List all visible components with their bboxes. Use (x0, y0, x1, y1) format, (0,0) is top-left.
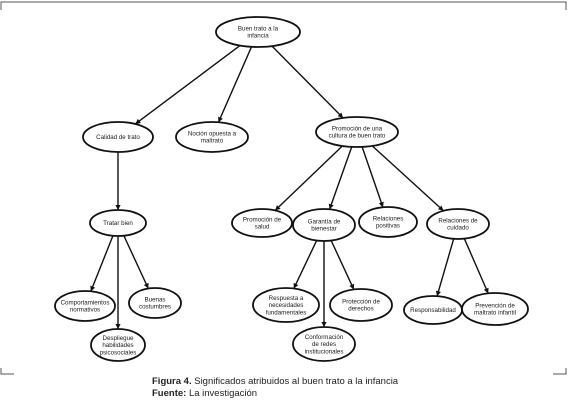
node-calidad: Calidad de trato (82, 121, 154, 153)
edge-garantia-to-respuesta (293, 240, 318, 289)
frame-bottom-left (0, 368, 14, 375)
node-label-line: Noción opuesta a (188, 131, 237, 138)
edge-garantia-to-conformacion (321, 241, 327, 327)
node-ellipse (128, 287, 182, 319)
node-ellipse (461, 292, 529, 326)
node-label-line: Conformación (305, 334, 344, 341)
edge-relaciones_cuidado-to-responsabilidad (435, 238, 455, 297)
figure-title: Figura 4. Significados atribuidos al bue… (152, 376, 398, 388)
source-text: La investigación (188, 388, 258, 399)
node-ellipse (54, 290, 116, 322)
figure-caption: Figura 4. Significados atribuidos al bue… (152, 376, 398, 400)
node-label-line: cuidado (447, 225, 469, 232)
node-ellipse (315, 116, 399, 148)
node-ellipse (426, 208, 490, 240)
node-label-line: Promoción de una (332, 126, 383, 133)
node-label-line: Promoción de (243, 217, 282, 224)
edge-promocion_cultura-to-relaciones_pos (361, 146, 384, 208)
node-label-line: derechos (348, 306, 373, 313)
node-label-line: bienestar (311, 226, 336, 233)
node-label-line: infancia (247, 33, 269, 40)
edge-root-to-nocion (217, 46, 253, 123)
edge-tratar-to-despliegue (115, 236, 121, 329)
edge-promocion_cultura-to-salud (274, 145, 343, 211)
node-label-line: necesidades (269, 302, 304, 309)
node-ellipse (215, 16, 301, 48)
figure-label: Figura 4. (152, 376, 192, 387)
frame-bottom-right (553, 368, 567, 375)
node-label-line: Buenas (145, 297, 166, 304)
node-ellipse (82, 121, 154, 153)
node-label-line: Responsabilidad (410, 307, 456, 314)
node-label-line: habilidades (102, 342, 133, 349)
node-label-line: Calidad de trato (96, 134, 140, 141)
node-responsabilidad: Responsabilidad (403, 295, 463, 325)
node-label-line: Despliegue (103, 335, 135, 342)
figure-source: Fuente: La investigación (152, 388, 398, 400)
node-ellipse (175, 121, 249, 153)
node-label-line: Comportamientos (61, 300, 110, 307)
node-label-line: institucionales (305, 348, 344, 355)
edge-garantia-to-proteccion (330, 240, 355, 290)
edge-root-to-promocion_cultura (271, 45, 344, 119)
source-label: Fuente: (152, 388, 187, 399)
node-label-line: Relaciones (373, 216, 404, 223)
node-ellipse (90, 328, 146, 362)
figure-text: Significados atribuidos al buen trato a … (194, 376, 399, 387)
node-label-line: positivas (376, 223, 400, 230)
edge-tratar-to-buenas (123, 235, 149, 289)
node-label-line: fundamentales (266, 309, 307, 316)
node-label-line: Relaciones de (438, 218, 478, 225)
node-label-line: psicosociales (100, 349, 137, 356)
node-label-line: costumbres (139, 304, 171, 311)
edge-calidad-to-tratar (115, 152, 121, 210)
edge-relaciones_cuidado-to-prevencion (463, 238, 489, 294)
edge-promocion_cultura-to-relaciones_cuidado (371, 145, 444, 212)
node-label-line: salud (255, 224, 270, 231)
node-ellipse (252, 287, 320, 323)
node-label-line: Protección de (342, 299, 380, 306)
node-label-line: Buen trato a la (238, 26, 279, 33)
node-label-line: de redes (312, 341, 336, 348)
node-ellipse (89, 209, 147, 237)
node-label-line: Garantía de (308, 219, 341, 226)
node-label-line: maltrato infantil (474, 310, 516, 317)
frame-top (0, 1, 567, 10)
diagram-edges (90, 44, 489, 329)
edge-promocion_cultura-to-garantia (328, 146, 353, 210)
node-label-line: Prevención de (475, 303, 515, 310)
node-tratar: Tratar bien (89, 209, 147, 237)
edge-tratar-to-comport (90, 235, 114, 292)
node-label-line: cultura de buen trato (329, 133, 386, 140)
node-ellipse (292, 326, 356, 362)
node-label-line: maltrato (201, 138, 224, 145)
edge-root-to-calidad (134, 44, 241, 125)
node-label-line: normativos (70, 307, 100, 314)
node-ellipse (292, 208, 356, 242)
node-label-line: Tratar bien (103, 220, 133, 227)
figure-frame (0, 1, 567, 375)
node-ellipse (358, 206, 418, 238)
node-ellipse (231, 208, 293, 238)
node-label-line: Respuesta a (269, 295, 304, 302)
node-ellipse (329, 288, 393, 322)
